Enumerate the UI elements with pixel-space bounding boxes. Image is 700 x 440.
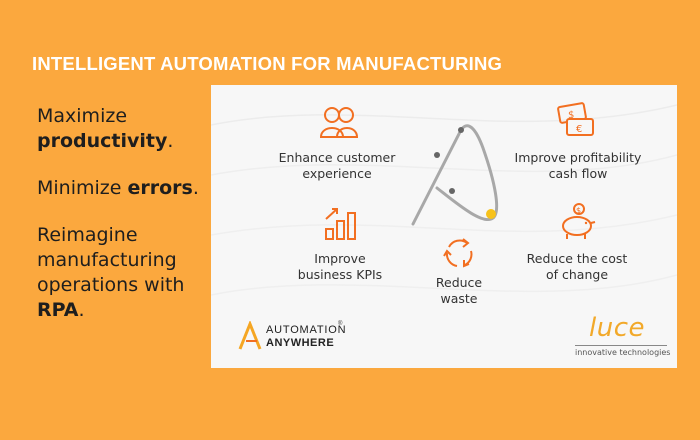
- feature-reduce-waste: Reduce waste: [435, 275, 483, 306]
- piggy-bank-icon: $: [562, 203, 596, 239]
- bullet-list: Maximize productivity. Minimize errors. …: [37, 104, 212, 345]
- automation-anywhere-line1: AUTOMATION: [266, 324, 347, 336]
- bullet-productivity: Maximize productivity.: [37, 105, 174, 152]
- automation-a-graphic: [411, 124, 499, 226]
- bullet-emphasis: errors: [127, 177, 193, 199]
- svg-text:$: $: [576, 206, 581, 215]
- svg-text:€: €: [576, 124, 582, 135]
- content-panel: Enhance customer experience $ € Improve …: [211, 85, 677, 368]
- luce-divider: [575, 345, 667, 346]
- bar-chart-icon: [325, 208, 356, 240]
- bullet-emphasis: productivity: [37, 130, 168, 152]
- money-icon: $ €: [557, 102, 594, 136]
- bullet-rpa: Reimagine manufacturing operations with …: [37, 224, 185, 321]
- feature-improve-kpis: Improve business KPIs: [297, 251, 383, 282]
- luce-tagline: innovative technologies: [575, 348, 671, 357]
- bullet-emphasis: RPA: [37, 299, 79, 321]
- people-icon: [319, 107, 359, 138]
- bullet-errors: Minimize errors.: [37, 177, 199, 199]
- registered-mark: ®: [338, 321, 343, 327]
- automation-anywhere-logo-mark: [238, 321, 262, 350]
- svg-text:$: $: [568, 110, 574, 121]
- automation-anywhere-line2: ANYWHERE: [266, 337, 335, 349]
- slide-title: INTELLIGENT AUTOMATION FOR MANUFACTURING: [32, 53, 503, 74]
- feature-improve-profitability: Improve profitability cash flow: [514, 150, 642, 181]
- feature-enhance-customer: Enhance customer experience: [278, 150, 396, 181]
- luce-logo-text: luce: [589, 313, 645, 343]
- feature-reduce-cost-of-change: Reduce the cost of change: [526, 251, 628, 282]
- recycle-icon: [443, 238, 473, 268]
- background-swoosh: [211, 104, 677, 296]
